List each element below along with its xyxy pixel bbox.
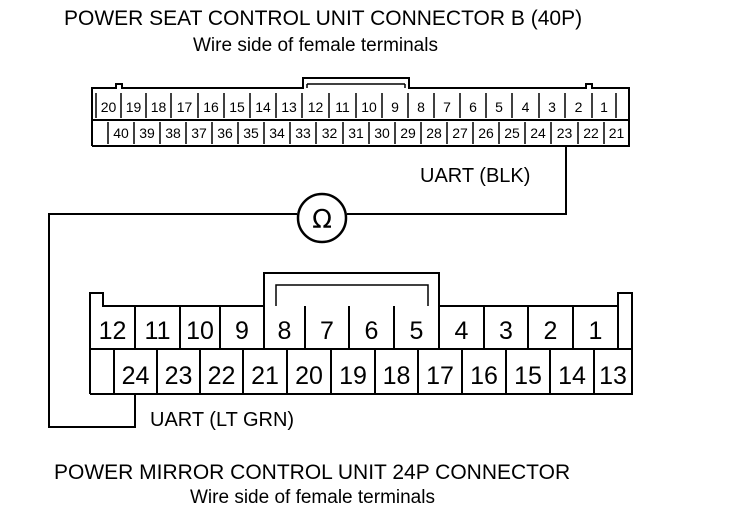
pin-label: 40 [113,125,129,141]
pin-label: 1 [589,317,603,345]
pin-label: 12 [99,317,127,345]
pin-label: 3 [499,317,513,345]
pin-label: 34 [269,125,285,141]
pin-label: 16 [470,362,498,390]
ohm-symbol: Ω [312,205,332,235]
pin-label: 22 [583,125,599,141]
pin-label: 14 [558,362,586,390]
pin-label: 10 [186,317,214,345]
pin-label: 11 [335,99,350,115]
connector-b-top-row: 20 19 18 17 16 15 14 13 12 11 10 9 8 7 6 5 4 3 2 1 [101,99,608,115]
pin-label: 8 [417,99,425,115]
wire-uart-blk [347,146,567,215]
pin-label: 17 [177,99,193,115]
pin-label: 39 [139,125,155,141]
pin-label: 19 [339,362,367,390]
pin-label: 7 [320,317,334,345]
mirror-connector-subtitle: Wire side of female terminals [190,487,435,508]
pin-label: 6 [365,317,379,345]
pin-label: 12 [308,99,324,115]
pin-label: 18 [151,99,167,115]
mirror-connector-cell-dividers [113,306,619,394]
connector-b-title: POWER SEAT CONTROL UNIT CONNECTOR B (40P… [64,7,582,30]
wire-label-uart-lt-grn: UART (LT GRN) [150,409,294,431]
pin-label: 35 [243,125,259,141]
pin-label: 26 [478,125,494,141]
pin-label: 23 [557,125,573,141]
pin-label: 8 [278,317,292,345]
wire-uart-lt-grn [48,213,297,428]
wire-label-uart-blk: UART (BLK) [420,165,530,187]
pin-label: 6 [469,99,477,115]
pin-label: 18 [383,362,411,390]
pin-label: 9 [235,317,249,345]
ohmmeter: Ω [296,192,348,244]
connector-b-cell-dividers [95,93,617,144]
pin-label: 31 [348,125,364,141]
pin-label: 13 [281,99,297,115]
pin-label: 30 [374,125,390,141]
pin-label: 4 [522,99,530,115]
pin-label: 24 [530,125,546,141]
pin-label: 20 [295,362,323,390]
connector-b [91,77,630,147]
pin-label: 29 [400,125,416,141]
pin-label: 2 [575,99,583,115]
pin-label: 22 [208,362,236,390]
pin-label: 16 [203,99,219,115]
pin-label: 38 [165,125,181,141]
pin-label: 13 [599,362,627,390]
pin-label: 37 [191,125,207,141]
pin-label: 15 [229,99,245,115]
pin-label: 17 [426,362,454,390]
pin-label: 21 [609,125,625,141]
pin-label: 27 [452,125,468,141]
pin-label: 28 [426,125,442,141]
connector-b-bottom-row: 40 39 38 37 36 35 34 33 32 31 30 29 28 27 26 25 24 23 22 21 [113,125,624,141]
pin-label: 3 [548,99,556,115]
pin-label: 20 [101,99,117,115]
pin-label: 1 [600,99,608,115]
pin-label: 24 [122,362,150,390]
pin-label: 9 [391,99,399,115]
pin-label: 19 [126,99,142,115]
pin-label: 5 [495,99,503,115]
pin-label: 14 [255,99,271,115]
pin-label: 10 [361,99,377,115]
mirror-connector-title: POWER MIRROR CONTROL UNIT 24P CONNECTOR [54,461,570,484]
pin-label: 36 [217,125,233,141]
pin-label: 25 [504,125,520,141]
pin-label: 21 [251,362,279,390]
pin-label: 7 [443,99,451,115]
connector-b-subtitle: Wire side of female terminals [193,35,438,56]
pin-label: 5 [410,317,424,345]
mirror-connector-bottom-row: 24 23 22 21 20 19 18 17 16 15 14 13 [122,362,627,390]
pin-label: 11 [145,317,171,345]
pin-label: 32 [322,125,338,141]
pin-label: 2 [544,317,558,345]
pin-label: 23 [165,362,193,390]
pin-label: 33 [295,125,311,141]
wiring [48,146,567,428]
pin-label: 15 [514,362,542,390]
pin-label: 4 [455,317,469,345]
